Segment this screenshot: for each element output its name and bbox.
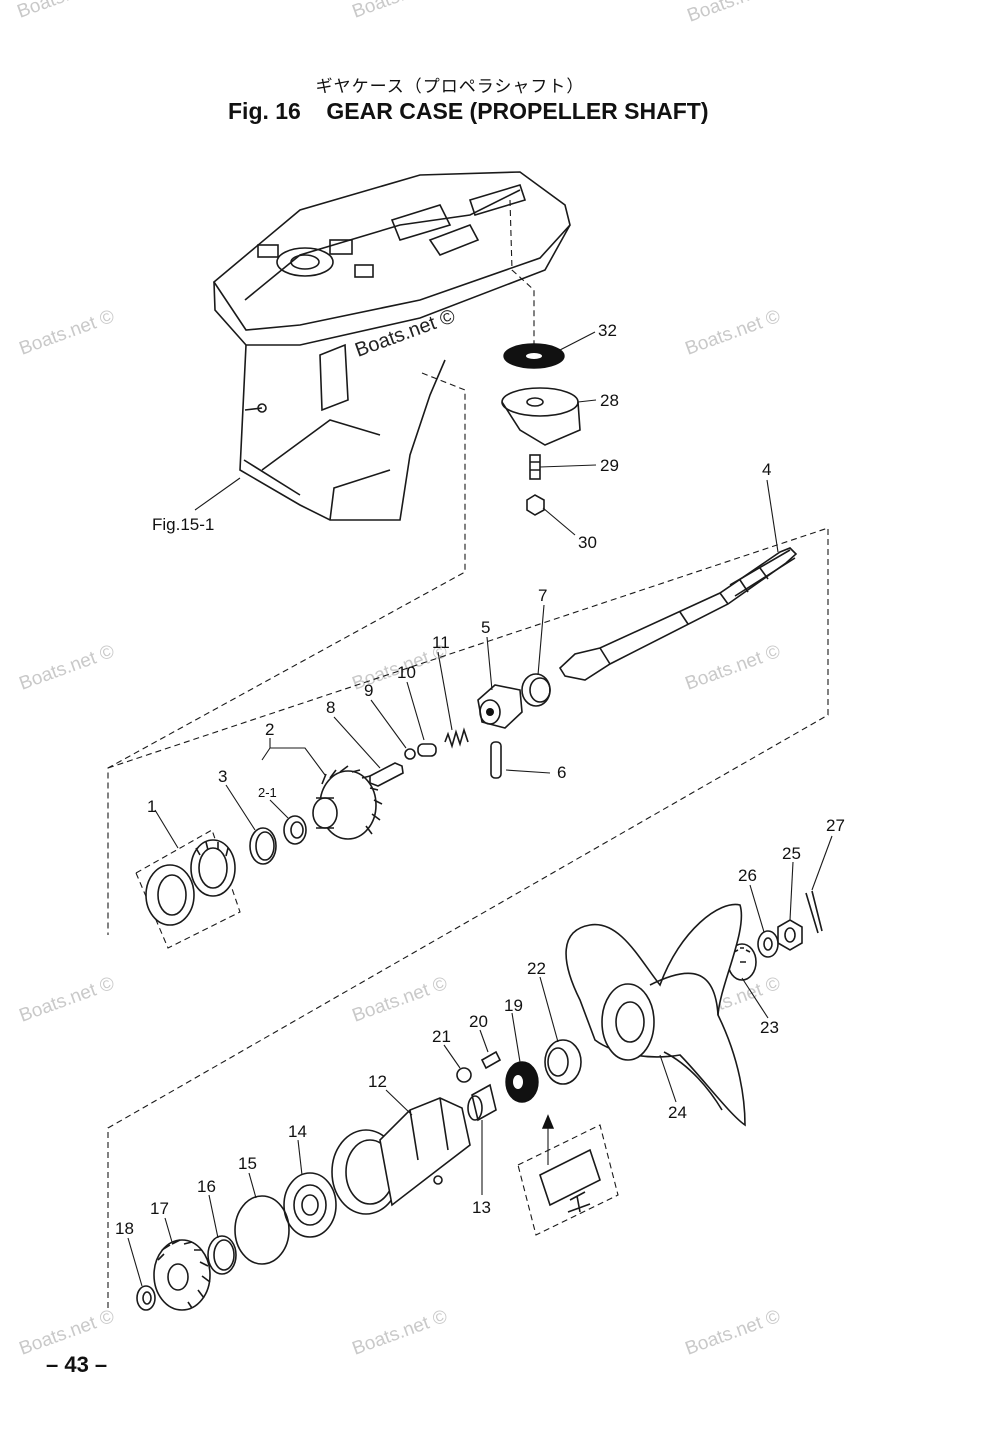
part-12-bearing-housing <box>331 1097 471 1215</box>
special-tool-inset <box>517 1114 619 1236</box>
reference-label: Fig.15-1 <box>152 515 214 534</box>
callout-12: 12 <box>368 1072 387 1091</box>
callout-15: 15 <box>238 1154 257 1173</box>
callout-21: 21 <box>432 1027 451 1046</box>
callout-17: 17 <box>150 1199 169 1218</box>
callout-20: 20 <box>469 1012 488 1031</box>
part-9-ball <box>404 748 416 760</box>
part-20-bolt <box>480 1050 502 1070</box>
part-8-plunger <box>369 762 404 787</box>
watermark: Boats.net © <box>17 973 118 1027</box>
watermark-dark: Boats.net © <box>352 305 458 362</box>
part-28-trim-tab <box>501 387 581 446</box>
callout-9: 9 <box>364 681 373 700</box>
watermark: Boats.net © <box>350 1306 451 1360</box>
callout-2-1: 2-1 <box>258 785 277 800</box>
watermark: Boats.net © <box>683 641 784 695</box>
part-27-cotter-pin <box>805 890 823 934</box>
callout-13: 13 <box>472 1198 491 1217</box>
part-1-bearing-assembly <box>135 829 241 949</box>
part-2-gear <box>312 765 383 840</box>
part-17-reverse-gear <box>153 1239 211 1311</box>
watermark: Boats.net © <box>17 641 118 695</box>
fig-15-1-reference: Fig.15-1 <box>152 477 241 534</box>
watermark: Boats.net © <box>350 0 451 23</box>
part-21-washer <box>456 1067 472 1083</box>
part-14-ball-bearing <box>283 1172 337 1238</box>
callout-26: 26 <box>738 866 757 885</box>
callout-32: 32 <box>598 321 617 340</box>
watermark: Boats.net © <box>683 1306 784 1360</box>
shaft-assembly-guide <box>107 527 829 1310</box>
callout-29: 29 <box>600 456 619 475</box>
callout-25: 25 <box>782 844 801 863</box>
part-11-spring <box>444 727 469 749</box>
watermark: Boats.net © <box>15 0 116 23</box>
callout-10: 10 <box>397 663 416 682</box>
callout-22: 22 <box>527 959 546 978</box>
part-24-propeller <box>565 903 746 1127</box>
watermark: Boats.net © <box>17 306 118 360</box>
callout-6: 6 <box>557 763 566 782</box>
part-30-nut <box>526 494 545 516</box>
part-6-pin <box>490 741 502 779</box>
callout-leaders <box>127 331 833 1287</box>
part-22-bushing <box>544 1039 582 1085</box>
part-29-bolt <box>529 454 541 480</box>
watermark: Boats.net © <box>683 306 784 360</box>
part-18-washer <box>136 1285 156 1311</box>
callout-27: 27 <box>826 816 845 835</box>
callout-numbers: 1 2 2-1 3 4 5 6 7 8 9 10 11 12 13 14 15 … <box>115 321 845 1238</box>
part-4-propeller-shaft <box>558 547 798 681</box>
callout-24: 24 <box>668 1103 687 1122</box>
callout-30: 30 <box>578 533 597 552</box>
gear-case-housing <box>212 171 571 521</box>
part-19-oil-seal <box>505 1061 539 1103</box>
callout-2: 2 <box>265 720 274 739</box>
callout-23: 23 <box>760 1018 779 1037</box>
callout-1: 1 <box>147 797 156 816</box>
part-13-bushing <box>467 1083 497 1122</box>
part-15-o-ring <box>234 1195 290 1265</box>
watermark: Boats.net © <box>685 0 786 27</box>
callout-16: 16 <box>197 1177 216 1196</box>
japanese-title: ギヤケース（プロペラシャフト） <box>315 77 585 97</box>
part-26-washer <box>757 930 779 958</box>
callout-8: 8 <box>326 698 335 717</box>
callout-11: 11 <box>432 633 450 652</box>
part-10-pin <box>417 743 437 757</box>
part-7-ring <box>521 673 551 707</box>
part-5-clutch <box>477 684 523 729</box>
callout-14: 14 <box>288 1122 307 1141</box>
figure-title: Fig. 16 GEAR CASE (PROPELLER SHAFT) <box>228 98 709 124</box>
part-32-seal <box>503 343 565 369</box>
callout-3: 3 <box>218 767 227 786</box>
part-25-nut <box>777 919 803 951</box>
callout-4: 4 <box>762 460 771 479</box>
callout-5: 5 <box>481 618 490 637</box>
part-2-1-bearing <box>283 815 307 845</box>
callout-28: 28 <box>600 391 619 410</box>
housing-to-shaft-guide <box>107 199 535 935</box>
callout-18: 18 <box>115 1219 134 1238</box>
part-16-shim <box>207 1235 237 1275</box>
part-3-shim <box>249 827 277 865</box>
watermark: Boats.net © <box>17 1306 118 1360</box>
callout-19: 19 <box>504 996 523 1015</box>
page-number: – 43 – <box>46 1352 108 1377</box>
callout-7: 7 <box>538 586 547 605</box>
